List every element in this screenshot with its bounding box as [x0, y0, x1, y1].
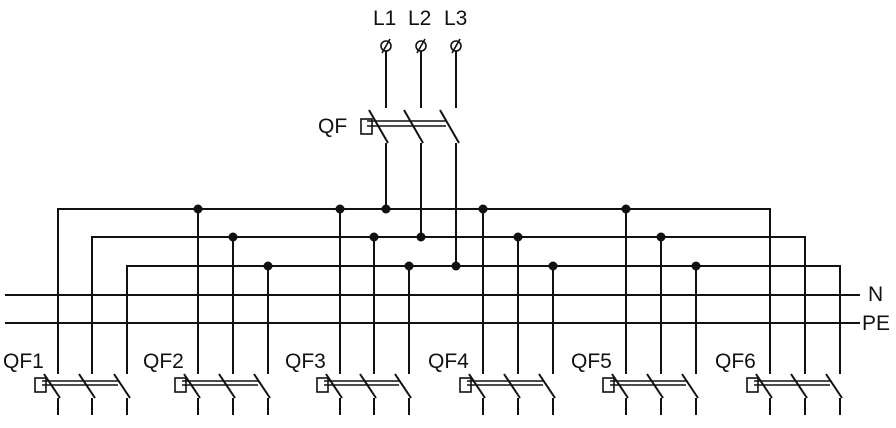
breaker-symbol-qf4: [459, 373, 556, 399]
main-breaker-symbol: [360, 51, 460, 266]
breaker-label-qf2: QF2: [143, 350, 184, 373]
breaker-label-qf5: QF5: [571, 350, 612, 373]
terminal-symbol-l3: [450, 38, 462, 54]
phase-bus-l1: [57, 208, 771, 415]
breaker-label-qf6: QF6: [715, 350, 756, 373]
pe-bus-label: PE: [862, 312, 890, 335]
terminal-symbol-l1: [380, 38, 392, 54]
breaker-symbol-qf3: [316, 373, 412, 399]
neutral-bus-label: N: [868, 283, 883, 306]
breaker-symbol-qf1: [34, 373, 131, 399]
breaker-label-qf1: QF1: [3, 350, 44, 373]
terminal-symbol-l2: [415, 38, 427, 54]
terminal-label-l3: L3: [444, 7, 467, 30]
main-breaker-label: QF: [318, 115, 347, 138]
breaker-symbol-qf2: [174, 373, 271, 399]
breaker-symbol-qf6: [746, 373, 843, 399]
breaker-label-qf3: QF3: [285, 350, 326, 373]
breaker-label-qf4: QF4: [428, 350, 469, 373]
breaker-symbol-qf5: [602, 373, 699, 399]
breaker-gaps: [50, 374, 852, 398]
terminal-label-l1: L1: [373, 7, 396, 30]
phase-bus-l2: [91, 236, 806, 415]
junction-dots: [193, 204, 701, 271]
terminal-label-l2: L2: [408, 7, 431, 30]
